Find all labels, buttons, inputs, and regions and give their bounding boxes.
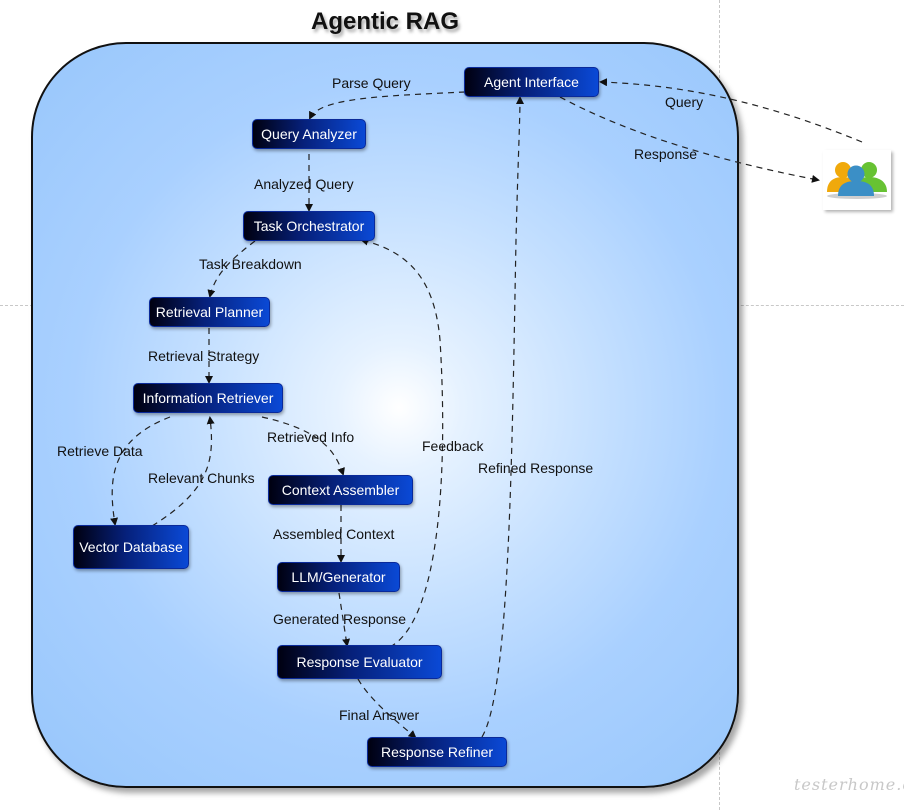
edge-feedback — [360, 237, 444, 648]
edge-label-assembled-context: Assembled Context — [273, 526, 395, 542]
edge-retrieved-info — [261, 416, 345, 476]
diagram-title: Agentic RAG — [310, 8, 459, 35]
edge-user-query — [599, 78, 863, 143]
edge-generated-response — [338, 592, 351, 647]
edge-label-task-breakdown: Task Breakdown — [199, 256, 302, 272]
edge-label-refined-response: Refined Response — [478, 460, 594, 476]
edge-retrieve-data — [110, 416, 171, 526]
edge-task-breakdown — [207, 240, 256, 298]
edge-label-query: Query — [665, 94, 704, 110]
edge-label-retrieved-info: Retrieved Info — [267, 429, 355, 445]
edge-label-retrieval-strategy: Retrieval Strategy — [148, 348, 260, 364]
node-response-evaluator[interactable]: Response Evaluator — [277, 645, 442, 679]
node-llm-generator[interactable]: LLM/Generator — [277, 562, 400, 592]
node-agent-interface[interactable]: Agent Interface — [464, 67, 599, 97]
watermark: testerhome.com — [794, 775, 904, 794]
node-vector-database[interactable]: Vector Database — [73, 525, 189, 569]
edge-label-response: Response — [634, 146, 698, 162]
node-task-orchestrator[interactable]: Task Orchestrator — [243, 211, 375, 241]
node-context-assembler[interactable]: Context Assembler — [268, 475, 413, 505]
node-response-refiner[interactable]: Response Refiner — [367, 737, 507, 767]
edge-parse-query — [309, 91, 466, 120]
edge-label-feedback: Feedback — [422, 438, 484, 454]
edge-label-parse-query: Parse Query — [332, 75, 411, 91]
edge-refined-response — [481, 96, 524, 738]
users-group-icon[interactable] — [823, 150, 891, 210]
node-information-retriever[interactable]: Information Retriever — [133, 383, 283, 413]
edge-response — [559, 96, 820, 183]
edge-label-relevant-chunks: Relevant Chunks — [148, 470, 255, 486]
edge-label-analyzed-query: Analyzed Query — [254, 176, 354, 192]
edge-label-final-answer: Final Answer — [339, 707, 420, 723]
edge-label-generated-response: Generated Response — [273, 611, 407, 627]
node-retrieval-planner[interactable]: Retrieval Planner — [149, 297, 270, 327]
node-query-analyzer[interactable]: Query Analyzer — [252, 119, 366, 149]
edge-label-retrieve-data: Retrieve Data — [57, 443, 143, 459]
